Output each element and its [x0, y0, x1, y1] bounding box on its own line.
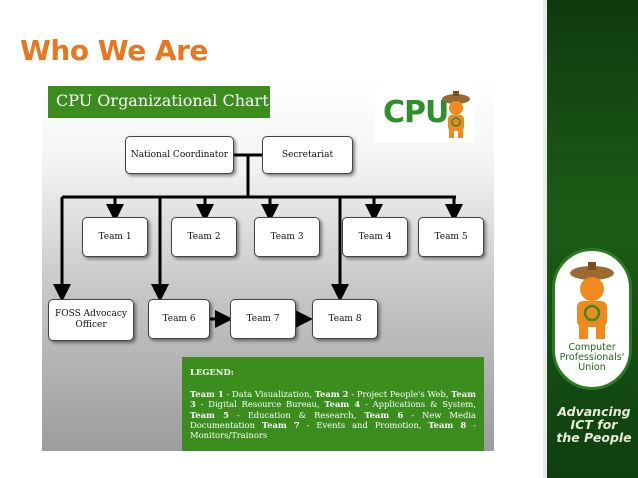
- legend-body: Team 1 - Data Visualization, Team 2 - Pr…: [190, 389, 476, 440]
- cpu-logo-text: CPU: [383, 95, 449, 130]
- brand-sidebar: Computer Professionals' Union Advancing …: [543, 0, 638, 478]
- legend-team: Team 5: [190, 409, 229, 420]
- tagline: Advancing ICT for the People: [556, 404, 632, 446]
- node-national-coordinator: National Coordinator: [125, 136, 234, 174]
- node-team-3: Team 3: [254, 217, 320, 257]
- legend-team: Team 2: [314, 389, 349, 399]
- legend-box: LEGEND: Team 1 - Data Visualization, Tea…: [182, 357, 484, 451]
- connector-lines: [53, 153, 463, 328]
- node-foss-advocacy-officer: FOSS Advocacy Officer: [48, 299, 134, 341]
- node-team-4: Team 4: [342, 217, 408, 257]
- sidebar-divider: [543, 0, 547, 478]
- legend-team: Team 4: [324, 399, 361, 410]
- node-team-8: Team 8: [312, 299, 378, 339]
- org-chart-panel: CPU Organizational Chart CPU National Co…: [42, 79, 494, 451]
- legend-desc: - Events and Promotion,: [299, 419, 429, 430]
- cpu-badge: Computer Professionals' Union: [552, 248, 632, 390]
- node-team-7: Team 7: [230, 299, 296, 339]
- cpu-mascot-icon: [570, 262, 614, 339]
- legend-desc: - Data Visualization,: [223, 389, 315, 399]
- badge-label: Computer Professionals' Union: [559, 342, 625, 373]
- legend-team: Team 8: [428, 419, 467, 430]
- node-team-5: Team 5: [418, 217, 484, 257]
- legend-desc: - Project People's Web,: [348, 389, 452, 399]
- chart-title: CPU Organizational Chart: [56, 91, 269, 110]
- legend-team: Team 1: [190, 389, 224, 399]
- legend-desc: - Applications & System,: [360, 399, 476, 410]
- legend-desc: - Monitors/Trainors: [190, 419, 476, 440]
- legend-team: Team 6: [364, 409, 404, 420]
- legend-title: LEGEND:: [190, 367, 234, 377]
- legend-team: Team 7: [261, 419, 300, 430]
- legend-team: Team 3: [190, 389, 476, 410]
- legend-desc: - New Media Documentation: [190, 409, 476, 430]
- slide-title: Who We Are: [20, 34, 208, 67]
- node-team-6: Team 6: [148, 299, 210, 339]
- cpu-mascot-icon: [442, 91, 470, 138]
- cpu-logo: CPU: [375, 85, 475, 143]
- node-team-2: Team 2: [171, 217, 237, 257]
- legend-desc: - Digital Resource Bureau,: [195, 399, 325, 410]
- legend-desc: - Education & Research,: [228, 409, 365, 420]
- chart-title-banner: CPU Organizational Chart: [48, 86, 270, 118]
- node-secretariat: Secretariat: [262, 136, 353, 174]
- node-team-1: Team 1: [82, 217, 148, 257]
